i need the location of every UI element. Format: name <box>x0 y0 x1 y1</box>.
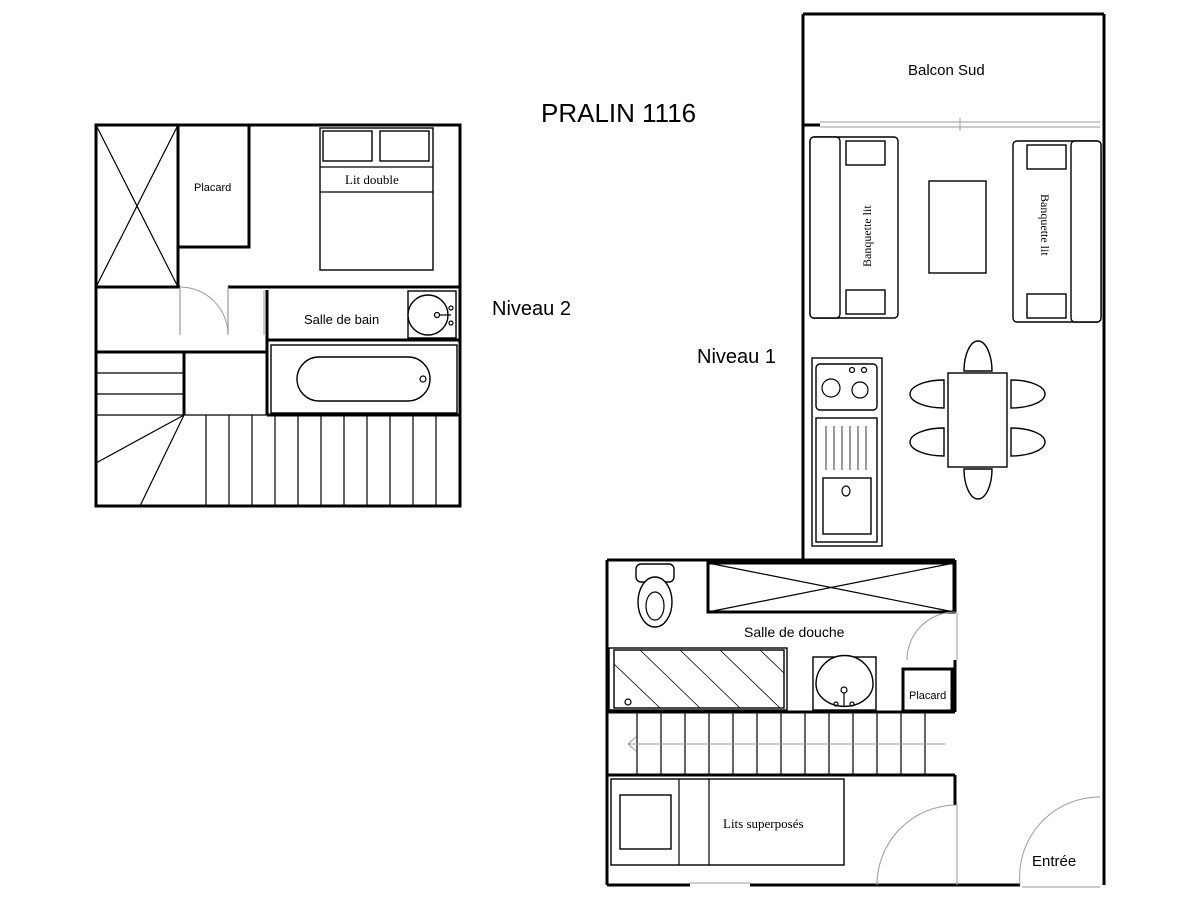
shower-tray <box>608 647 788 711</box>
bunk-beds-label: Lits superposés <box>723 816 804 831</box>
closet-upper: Placard <box>176 123 251 249</box>
double-bed: Lit double <box>319 127 434 271</box>
closet-lower-label: Placard <box>909 690 946 702</box>
double-bed-label: Lit double <box>345 172 399 187</box>
stairs-level-1 <box>607 710 955 777</box>
level-2-void-crossed <box>94 123 180 289</box>
door-bunk-room <box>876 804 956 886</box>
bathroom: Salle de bain <box>263 290 460 417</box>
level-1-label: Niveau 1 <box>697 346 776 368</box>
balcony: Balcon Sud <box>803 62 1100 131</box>
level-2-label: Niveau 2 <box>492 298 571 320</box>
bathtub <box>270 344 458 414</box>
sofa-bed-right: Banquette lit <box>1012 140 1102 323</box>
sofa-bed-left-label: Banquette lit <box>860 205 874 267</box>
level-1-void-crossed <box>706 561 956 614</box>
sofa-bed-left: Banquette lit <box>809 136 899 319</box>
kitchenette <box>811 357 883 547</box>
closet-upper-label: Placard <box>194 182 231 194</box>
toilet <box>635 563 675 628</box>
plan-title: PRALIN 1116 <box>541 98 696 128</box>
coffee-table <box>928 180 987 274</box>
bathroom-label: Salle de bain <box>304 312 379 327</box>
bunk-beds: Lits superposés <box>610 778 845 866</box>
bathroom-sink <box>407 290 457 339</box>
level-2-outer-wall <box>94 123 462 508</box>
shower-room-label: Salle de douche <box>744 624 845 640</box>
level-2-plan: Placard Lit double Salle de bain <box>94 123 462 508</box>
door-shower-room <box>906 611 956 661</box>
entrance-label: Entrée <box>1032 853 1076 870</box>
dining-table <box>909 340 1046 500</box>
door-upper-landing <box>179 286 229 336</box>
closet-lower: Placard <box>901 667 954 713</box>
shower-room-sink <box>812 654 877 711</box>
entrance-door: Entrée <box>1019 796 1101 888</box>
balcony-label: Balcon Sud <box>908 62 985 79</box>
stairs-level-2 <box>95 350 460 507</box>
level-1-plan: Balcon Sud Banquette lit Banquette lit <box>605 12 1106 888</box>
sofa-bed-right-label: Banquette lit <box>1038 194 1052 256</box>
